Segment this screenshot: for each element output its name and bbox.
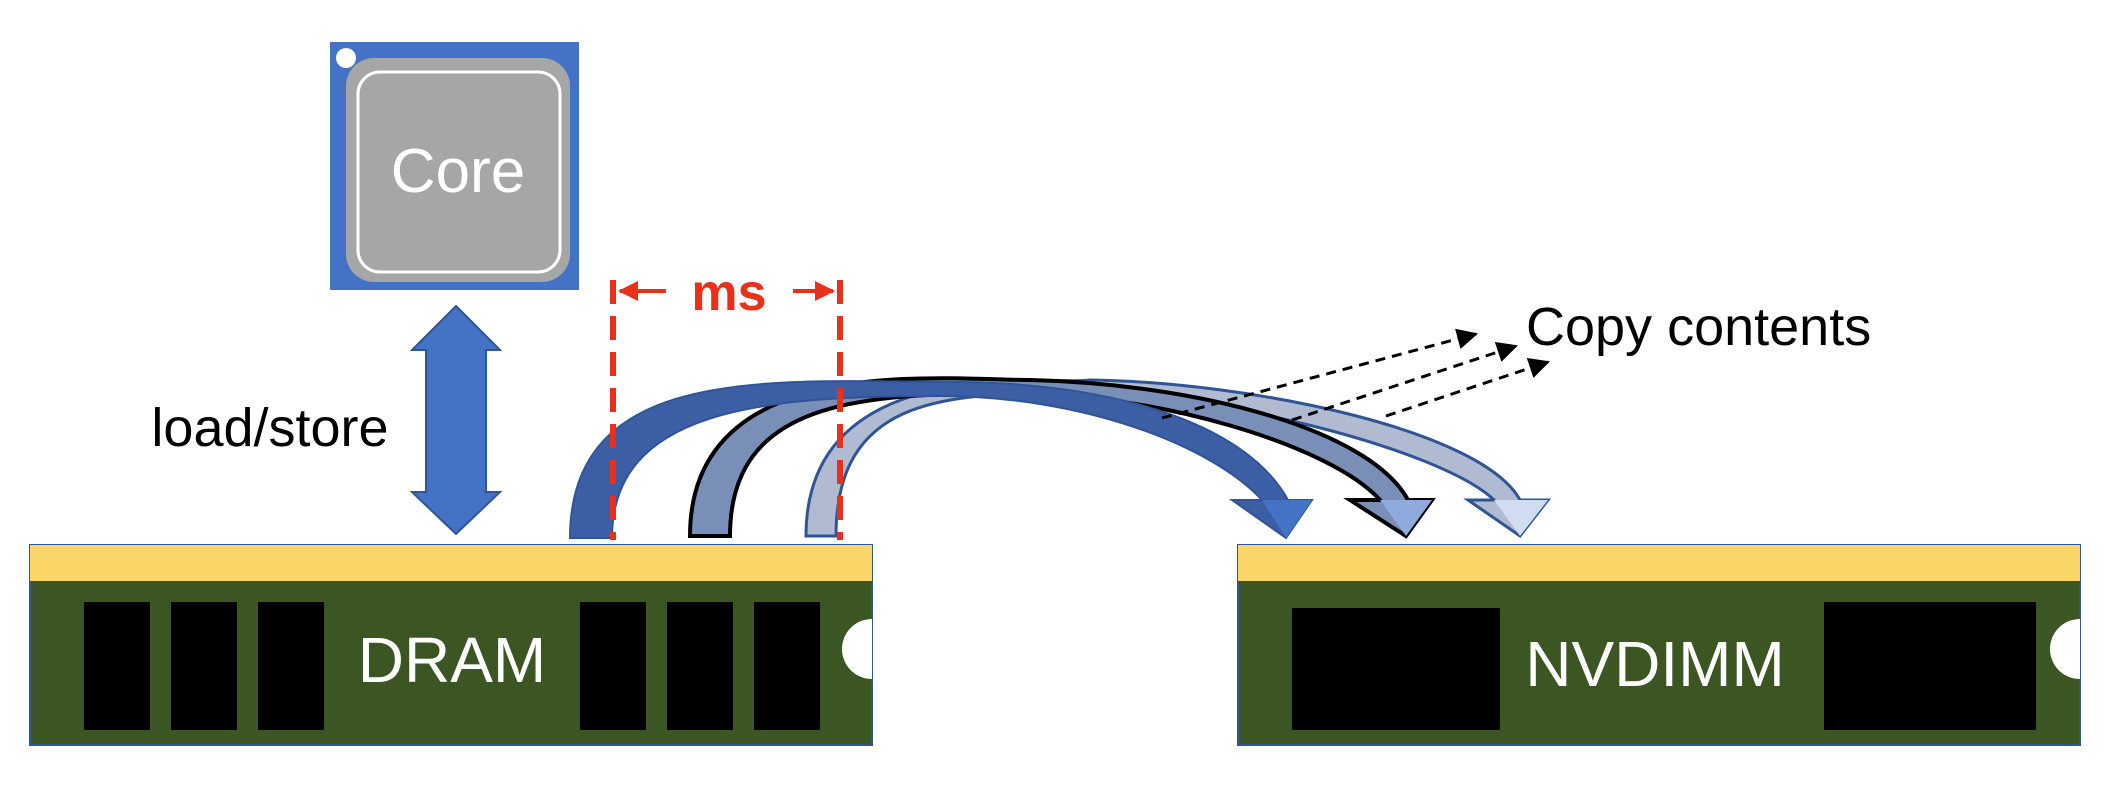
- dram-chip: [84, 602, 150, 730]
- nvdimm-chip: [1824, 602, 2036, 730]
- copy-arrow-1-head: [1262, 500, 1312, 538]
- copy-arrow-2: [687, 376, 1436, 539]
- copy-pointer-2: [1291, 341, 1518, 422]
- nvdimm-label: NVDIMM: [1525, 628, 1785, 700]
- nvdimm-notch: [2050, 619, 2080, 679]
- dram-chip: [171, 602, 237, 730]
- core-pin1-dot: [336, 48, 356, 68]
- copy-pointer-3: [1385, 358, 1550, 418]
- load-store-label: load/store: [151, 398, 388, 458]
- dram-chip: [580, 602, 646, 730]
- dram-chip: [667, 602, 733, 730]
- dram-chip: [754, 602, 820, 730]
- core-chip: Core: [330, 42, 579, 290]
- nvdimm-gold-edge: [1238, 545, 2080, 581]
- copy-arrow-2-head: [1380, 500, 1432, 536]
- copy-pointers: [1161, 328, 1550, 422]
- dram-label: DRAM: [358, 624, 546, 696]
- load-store-arrow: [409, 304, 503, 536]
- core-label: Core: [391, 137, 525, 206]
- copy-contents-label: Copy contents: [1526, 297, 1871, 357]
- dram-notch: [842, 619, 872, 679]
- copy-arrow-1: [568, 380, 1314, 540]
- dram-gold-edge: [30, 545, 872, 581]
- dram-chip: [258, 602, 324, 730]
- copy-pointer-1: [1161, 328, 1479, 420]
- nvdimm-module: NVDIMM: [1237, 544, 2081, 746]
- dram-module: DRAM: [29, 544, 873, 746]
- interval-marker: ms: [610, 264, 843, 540]
- copy-arrow-3-head: [1494, 500, 1548, 536]
- nvdimm-chip: [1292, 608, 1500, 730]
- interval-label: ms: [691, 264, 766, 322]
- core-die-inner: [356, 70, 562, 274]
